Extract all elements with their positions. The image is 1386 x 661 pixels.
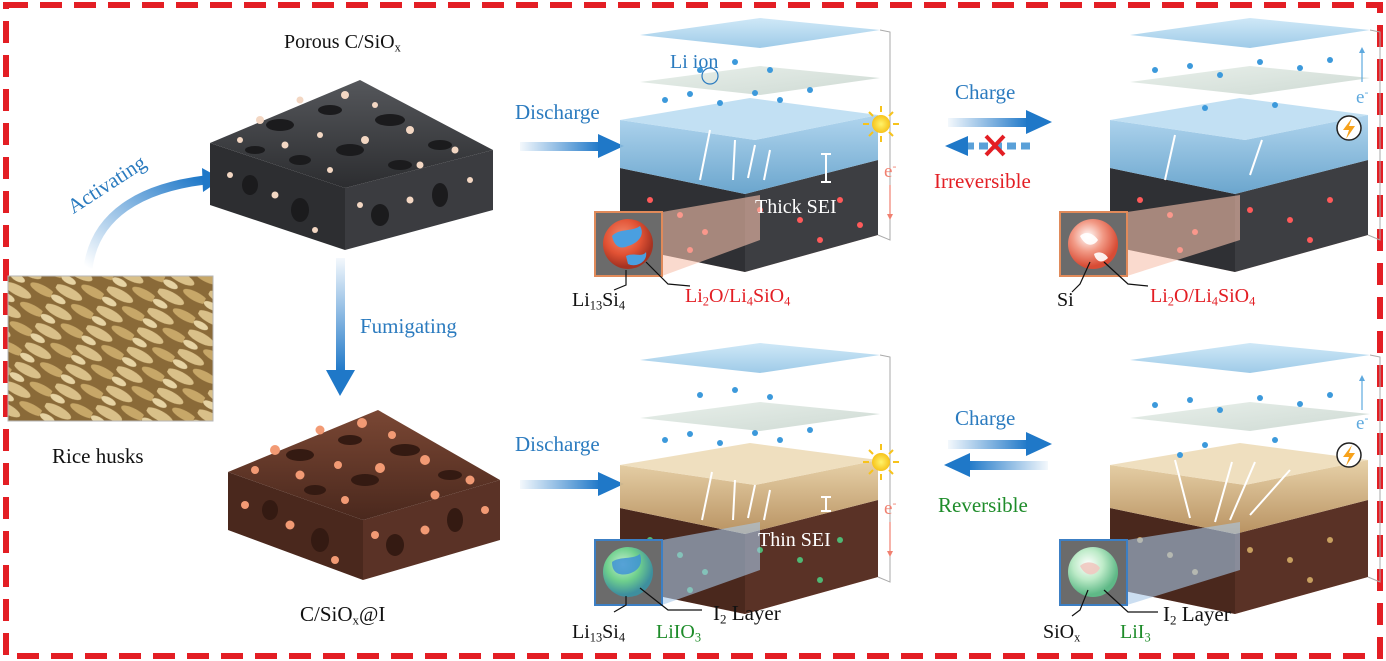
particle-inset-delithiated-bottom — [1059, 522, 1240, 606]
particle-inset-lithiated-bottom — [594, 522, 760, 606]
sei-thickness-marker-bottom — [821, 496, 831, 512]
discharge-arrow-top — [520, 134, 624, 158]
li-ion-marker — [701, 67, 719, 85]
li2o-li4sio4-label-top-right: Li2O/Li4SiO4 — [1150, 285, 1256, 309]
cell-thick-sei-charged — [1110, 18, 1381, 272]
blocked-reverse-arrow-top — [945, 136, 1035, 156]
iodine-carbon-block — [228, 410, 500, 580]
fumigating-arrow — [326, 258, 355, 396]
electron-label-top-left: e- — [884, 159, 897, 182]
sun-icon — [863, 106, 899, 142]
siox-label: SiOx — [1043, 621, 1081, 645]
rice-husks-label: Rice husks — [52, 444, 144, 468]
reversible-label: Reversible — [938, 493, 1028, 517]
li-ion-label: Li ion — [670, 51, 719, 73]
si-label-top: Si — [1057, 289, 1074, 311]
lightning-icon — [1336, 115, 1362, 141]
electron-arrow-bottom-left — [887, 522, 893, 557]
charge-arrow-bottom — [948, 432, 1052, 456]
thin-sei-label: Thin SEI — [758, 529, 831, 551]
particle-inset-delithiated-top — [1059, 195, 1240, 277]
particle-inset-lithiated-top — [594, 195, 760, 277]
discharge-label-top: Discharge — [515, 100, 600, 124]
li2o-li4sio4-label-top-left: Li2O/Li4SiO4 — [685, 285, 791, 309]
electron-arrow-bottom-right — [1359, 375, 1365, 410]
lightning-icon — [1336, 442, 1362, 468]
lii3-label: LiI3 — [1120, 621, 1151, 645]
electron-label-top-right: e- — [1356, 85, 1369, 108]
li13si4-label-top: Li13Si4 — [572, 289, 626, 313]
cross-icon — [984, 134, 1006, 157]
irreversible-label: Irreversible — [934, 169, 1031, 193]
csiox-i-label: C/SiOx@I — [300, 602, 386, 628]
i2-layer-label-left: I2 Layer — [713, 601, 781, 627]
li13si4-label-bottom: Li13Si4 — [572, 621, 626, 645]
thick-sei-label: Thick SEI — [755, 196, 837, 218]
discharge-arrow-bottom — [520, 472, 624, 496]
charge-arrow-top — [948, 110, 1052, 134]
sei-thickness-marker-top — [821, 153, 831, 183]
electron-label-bottom-right: e- — [1356, 411, 1369, 434]
porous-carbon-block — [210, 80, 493, 250]
electron-label-bottom-left: e- — [884, 496, 897, 519]
dashed-frame — [3, 2, 1383, 659]
liio3-label: LiIO3 — [656, 621, 702, 645]
reverse-arrow-bottom — [944, 453, 1048, 477]
rice-husks-image — [7, 275, 214, 422]
porous-csiox-label: Porous C/SiOx — [284, 31, 401, 55]
fumigating-label: Fumigating — [360, 314, 457, 338]
electron-arrow-top-left — [887, 185, 893, 220]
electron-arrow-top-right — [1359, 47, 1365, 82]
discharge-label-bottom: Discharge — [515, 432, 600, 456]
leader-lines — [613, 261, 1158, 617]
sun-icon — [863, 444, 899, 480]
charge-label-top: Charge — [955, 80, 1016, 104]
i2-layer-label-right: I2 Layer — [1163, 602, 1231, 628]
charge-label-bottom: Charge — [955, 406, 1016, 430]
